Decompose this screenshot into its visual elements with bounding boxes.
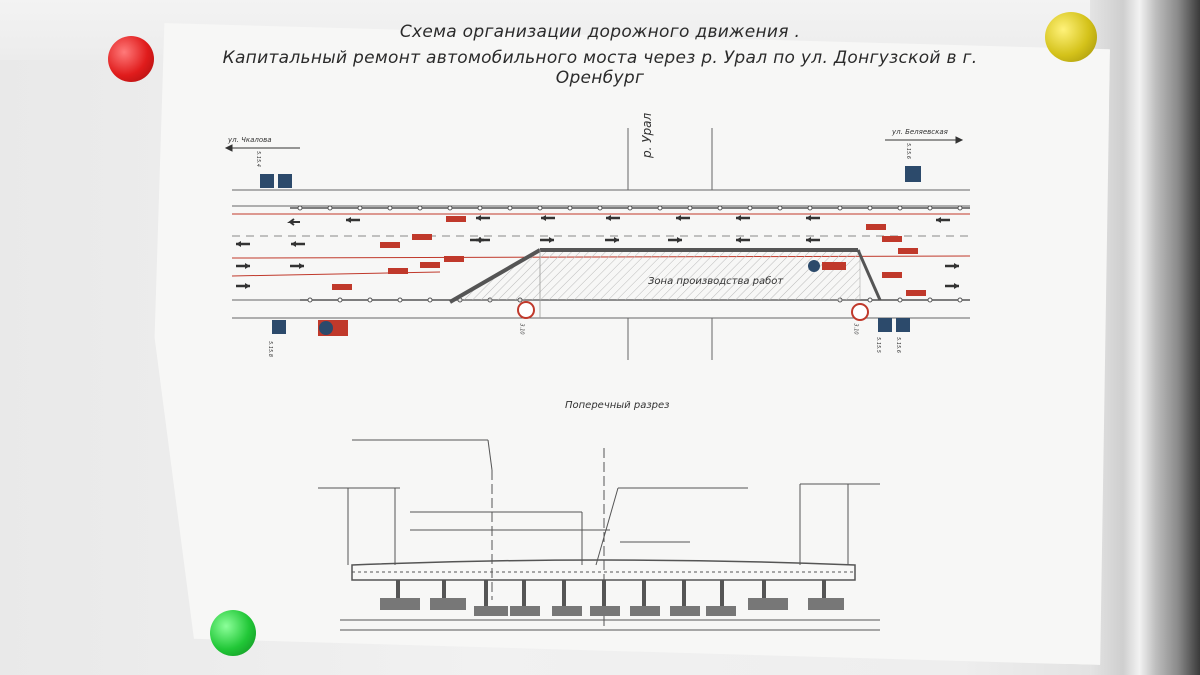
street-arrows — [224, 136, 964, 152]
work-zone-barrier — [448, 248, 858, 304]
sign-code-6: 5.15.5 — [874, 337, 881, 353]
cross-section-drawing — [318, 439, 880, 631]
yellow-magnet — [1045, 12, 1097, 62]
sign-code-1: 5.15.4 — [254, 151, 261, 167]
street-label-right: ул. Беляевская — [892, 128, 948, 136]
cross-section-label: Поперечный разрез — [565, 400, 670, 411]
barrier-blocks — [332, 216, 926, 296]
sign-code-3: 5.15.6 — [904, 143, 911, 159]
document-subtitle: Капитальный ремонт автомобильного моста … — [222, 48, 978, 88]
document-title: Схема организации дорожного движения . — [399, 22, 801, 42]
girders — [396, 580, 826, 606]
sign-code-4: 3.10 — [518, 323, 525, 335]
road-signs — [260, 166, 921, 336]
work-zone-label: Зона производства работ — [648, 276, 784, 287]
green-magnet — [210, 610, 256, 656]
sign-code-5: 3.10 — [852, 323, 859, 335]
beams-and-piers — [380, 598, 844, 616]
direction-arrows — [236, 215, 959, 289]
paper-sheet — [154, 23, 1110, 665]
red-magnet — [108, 36, 154, 82]
river-label: р. Урал — [640, 112, 654, 158]
sign-code-7: 5.15.6 — [894, 337, 901, 353]
sign-code-2: 5.15.8 — [266, 341, 273, 357]
street-label-left: ул. Чкалова — [228, 136, 272, 144]
